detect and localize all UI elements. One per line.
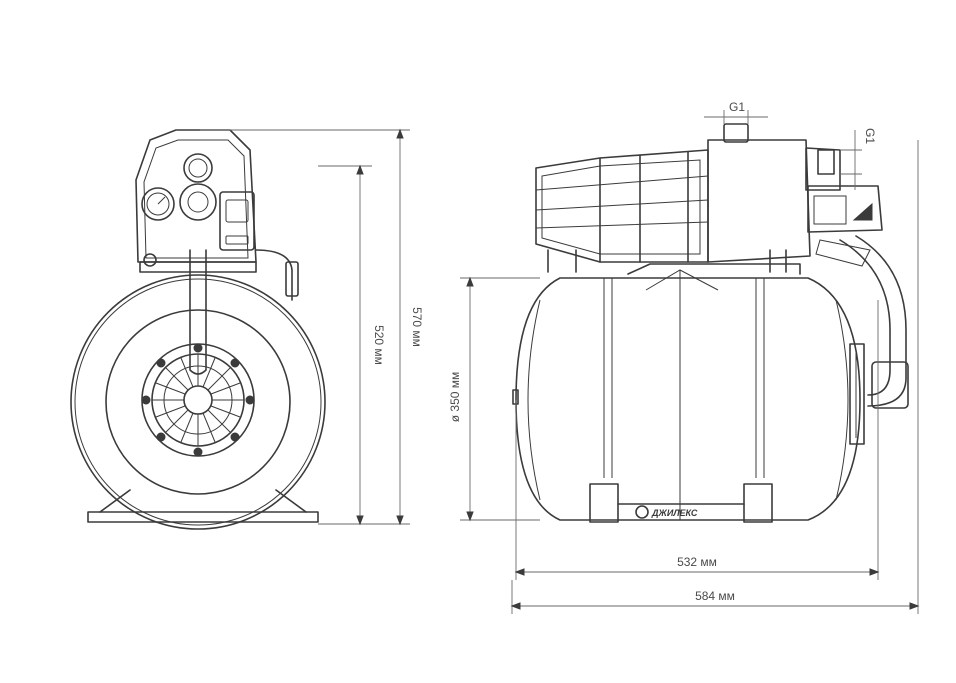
- brand-logo-text: ДЖИЛЕКС: [651, 508, 698, 518]
- label-g1-top: G1: [729, 100, 745, 114]
- pressure-switch: [219, 191, 255, 251]
- front-view: [70, 129, 326, 530]
- dimension-lines: [200, 110, 920, 614]
- tank-front-inner: [105, 309, 291, 495]
- outlet-port-top: [723, 123, 749, 143]
- label-g1-right: G1: [863, 128, 877, 144]
- pump-motor-side: [535, 123, 883, 263]
- label-520: 520 мм: [372, 325, 386, 365]
- flange-detail: [141, 343, 255, 457]
- tank-front-outer: [70, 274, 326, 530]
- dimension-labels: 520 мм 570 мм ø 350 мм 532 мм 584 мм G1 …: [372, 100, 877, 603]
- tank-side: [515, 277, 861, 521]
- label-350: ø 350 мм: [448, 372, 462, 423]
- label-532: 532 мм: [677, 555, 717, 569]
- label-570: 570 мм: [410, 307, 424, 347]
- pressure-gauge: [141, 187, 175, 221]
- label-584: 584 мм: [695, 589, 735, 603]
- side-view: ДЖИЛЕКС: [512, 123, 909, 523]
- brand-badge-front: [179, 183, 217, 221]
- brand-logo-side: ДЖИЛЕКС: [635, 505, 698, 519]
- pump-body-front: [135, 129, 257, 273]
